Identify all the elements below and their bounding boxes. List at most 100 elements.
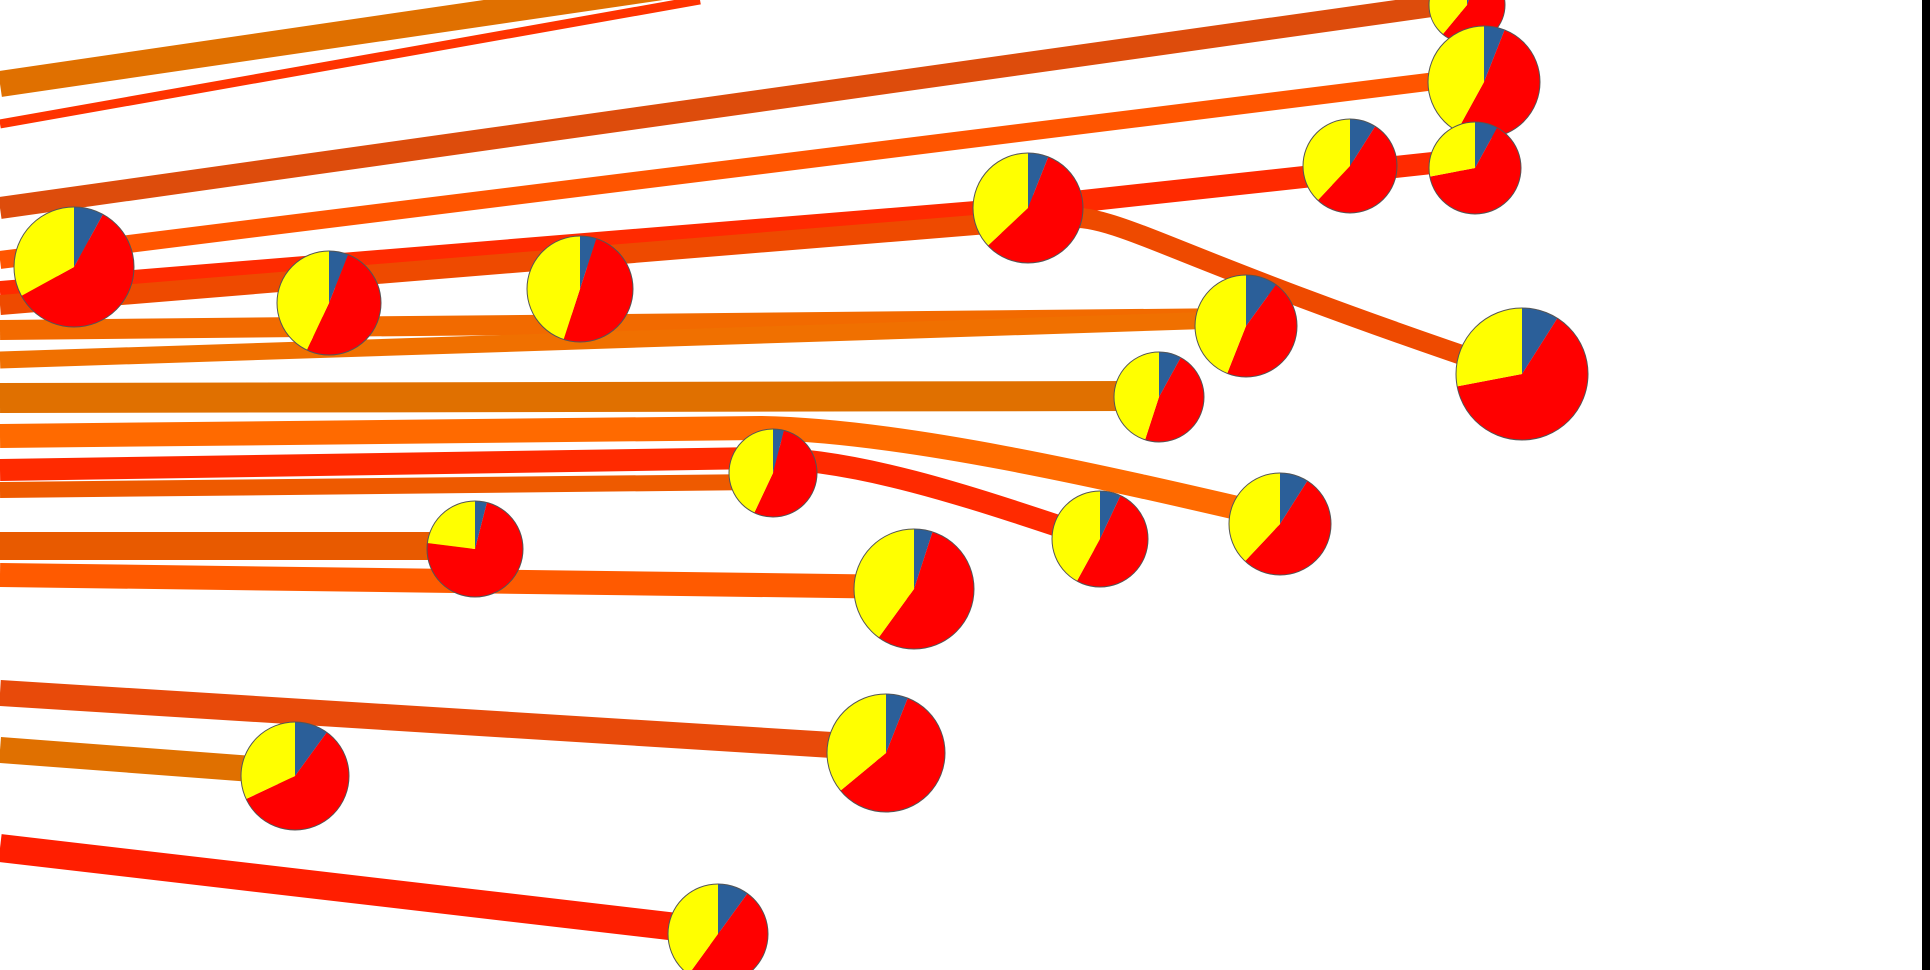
- pie-14-slice-red: [1076, 495, 1148, 587]
- pie-10-slice-blue: [329, 251, 349, 303]
- pie-14-outline: [1051, 490, 1149, 588]
- pie-14-slice-yellow: [1052, 491, 1100, 582]
- pie-17: [826, 693, 946, 813]
- pie-5: [972, 152, 1084, 264]
- pie-1-slice-yellow: [1429, 0, 1467, 35]
- pie-12-slice-yellow: [729, 429, 773, 513]
- pie-2: [1427, 25, 1541, 139]
- pie-5-slice-blue: [1028, 153, 1049, 208]
- pie-11: [526, 235, 634, 343]
- pie-16-slice-red: [878, 531, 975, 650]
- pie-18: [240, 721, 350, 831]
- pie-12-slice-blue: [773, 429, 784, 473]
- pie-markers: [13, 0, 1589, 970]
- pie-3-slice-yellow: [1429, 122, 1475, 177]
- flow-line-4: [0, 69, 1462, 269]
- pie-1-slice-blue: [1467, 0, 1469, 5]
- pie-7-slice-red: [1227, 284, 1298, 377]
- flow-line-11: [0, 446, 1104, 551]
- flow-line-1: [0, 0, 664, 97]
- pie-5-slice-yellow: [972, 153, 1028, 246]
- pie-6-slice-yellow: [1456, 308, 1522, 387]
- pie-11-slice-blue: [580, 236, 597, 289]
- pie-16: [853, 528, 975, 650]
- pie-18-slice-blue: [295, 722, 327, 776]
- flow-line-2: [0, 0, 701, 129]
- pie-5-outline: [972, 152, 1084, 264]
- flow-line-9: [0, 381, 1131, 413]
- pie-6-slice-red: [1457, 318, 1588, 441]
- pie-19-outline: [667, 883, 769, 970]
- pie-14: [1051, 490, 1149, 588]
- flow-line-10: [0, 415, 1283, 530]
- pie-16-slice-blue: [914, 529, 933, 589]
- pie-15-slice-red: [427, 502, 524, 597]
- pie-12-outline: [728, 428, 818, 518]
- flow-line-12: [0, 474, 761, 498]
- pie-2-slice-red: [1457, 29, 1540, 138]
- pie-13: [1228, 472, 1332, 576]
- pie-13-slice-red: [1245, 480, 1332, 576]
- pie-4-slice-red: [1317, 126, 1398, 214]
- pie-16-outline: [853, 528, 975, 650]
- pie-9: [13, 206, 135, 328]
- pie-10-slice-yellow: [277, 251, 329, 351]
- pie-8-slice-blue: [1159, 352, 1181, 397]
- pie-11-slice-yellow: [527, 236, 580, 340]
- pie-4-outline: [1302, 118, 1398, 214]
- flow-line-17: [0, 834, 722, 946]
- pie-17-slice-red: [840, 698, 946, 812]
- pie-7-outline: [1194, 274, 1298, 378]
- pie-18-slice-yellow: [241, 722, 295, 799]
- pie-9-slice-yellow: [14, 207, 74, 296]
- pie-17-slice-blue: [886, 694, 908, 753]
- pie-3-slice-red: [1429, 127, 1522, 215]
- flow-line-3: [0, 0, 1462, 219]
- pie-10: [276, 250, 382, 356]
- pie-13-outline: [1228, 472, 1332, 576]
- pie-2-slice-blue: [1484, 26, 1505, 82]
- pie-18-outline: [240, 721, 350, 831]
- pie-14-slice-blue: [1100, 491, 1121, 539]
- pie-17-outline: [826, 693, 946, 813]
- pie-19-slice-blue: [718, 884, 748, 934]
- pie-17-slice-yellow: [827, 694, 886, 791]
- pie-11-slice-red: [563, 238, 634, 342]
- pie-8-slice-yellow: [1113, 351, 1159, 440]
- pie-18-slice-red: [246, 732, 350, 830]
- pie-5-slice-red: [987, 156, 1083, 264]
- pie-4: [1302, 118, 1398, 214]
- pie-6-outline: [1455, 307, 1589, 441]
- pie-15: [426, 500, 524, 598]
- pie-8: [1113, 351, 1205, 443]
- pie-12-slice-red: [754, 430, 818, 517]
- pie-19-slice-red: [691, 893, 768, 970]
- pie-19: [667, 883, 769, 970]
- window-right-edge: [1922, 0, 1930, 970]
- pie-9-slice-red: [21, 214, 135, 327]
- pie-7: [1194, 274, 1298, 378]
- pie-11-outline: [526, 235, 634, 343]
- pie-9-slice-blue: [74, 207, 103, 267]
- pie-6: [1455, 307, 1589, 441]
- pie-13-slice-blue: [1280, 473, 1308, 524]
- pie-3: [1428, 121, 1522, 215]
- pie-16-slice-yellow: [854, 529, 914, 638]
- pie-10-outline: [276, 250, 382, 356]
- pie-13-slice-yellow: [1229, 473, 1280, 562]
- pie-12: [728, 428, 818, 518]
- pie-15-slice-blue: [475, 501, 487, 549]
- flow-line-15: [0, 680, 881, 761]
- pie-4-slice-blue: [1350, 119, 1376, 166]
- pie-9-outline: [13, 206, 135, 328]
- flow-line-8: [0, 311, 1221, 369]
- pie-3-slice-blue: [1475, 122, 1498, 168]
- pie-3-outline: [1428, 121, 1522, 215]
- pie-8-slice-red: [1145, 357, 1205, 443]
- pie-15-slice-yellow: [427, 501, 475, 549]
- pie-10-slice-red: [306, 254, 382, 356]
- pie-7-slice-blue: [1246, 275, 1276, 326]
- pie-2-slice-yellow: [1428, 26, 1484, 132]
- pie-7-slice-yellow: [1195, 275, 1246, 374]
